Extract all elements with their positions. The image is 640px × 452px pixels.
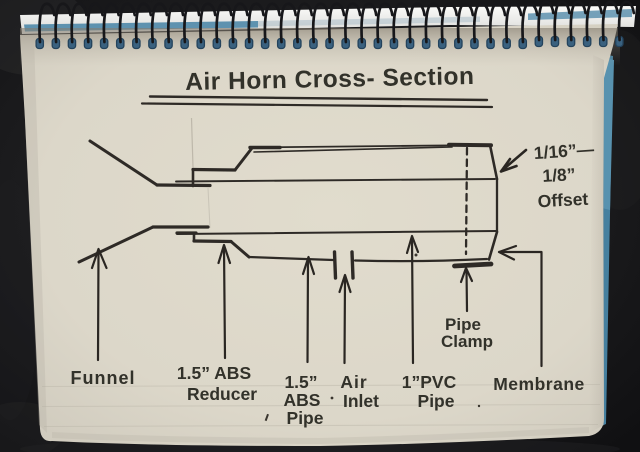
- svg-text:Pipe: Pipe: [287, 408, 324, 428]
- svg-text:ABS: ABS: [284, 390, 321, 410]
- svg-text:Clamp: Clamp: [441, 332, 493, 351]
- svg-text:Offset: Offset: [537, 189, 589, 212]
- svg-text:1”PVC: 1”PVC: [402, 372, 457, 392]
- svg-text:1.5” ABS: 1.5” ABS: [177, 363, 251, 383]
- svg-text:1/8”: 1/8”: [542, 164, 576, 186]
- svg-text:Air: Air: [340, 372, 367, 392]
- svg-text:Membrane: Membrane: [493, 374, 585, 394]
- svg-text:Pipe: Pipe: [445, 315, 481, 334]
- svg-text:1.5”: 1.5”: [284, 372, 317, 392]
- svg-text:1/16”—: 1/16”—: [533, 139, 595, 163]
- svg-text:Pipe: Pipe: [418, 391, 455, 411]
- svg-text:Funnel: Funnel: [71, 368, 136, 388]
- svg-text:Air Horn Cross- Section: Air Horn Cross- Section: [185, 63, 475, 96]
- svg-text:Reducer: Reducer: [187, 384, 257, 404]
- svg-text:Inlet: Inlet: [343, 391, 379, 411]
